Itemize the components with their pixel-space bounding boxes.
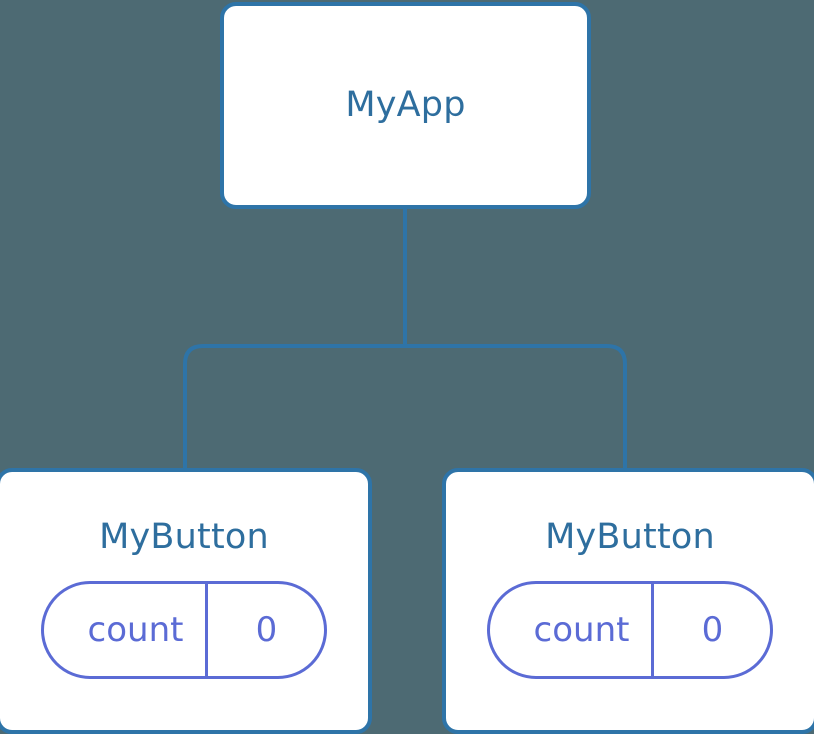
- connector-to-child-1: [405, 344, 627, 470]
- state-key-0: count: [87, 610, 184, 650]
- node-myapp[interactable]: MyApp: [220, 2, 591, 209]
- state-pill-1[interactable]: count 0: [486, 581, 774, 679]
- node-mybutton-1-label: MyButton: [545, 517, 715, 557]
- state-value-1: 0: [651, 584, 770, 676]
- state-key-1: count: [533, 610, 630, 650]
- state-pill-0[interactable]: count 0: [40, 581, 328, 679]
- node-myapp-label: MyApp: [345, 85, 466, 125]
- node-mybutton-0-label: MyButton: [99, 517, 269, 557]
- connector-to-child-0: [183, 344, 405, 470]
- node-mybutton-1[interactable]: MyButton count 0: [442, 468, 814, 734]
- node-mybutton-0[interactable]: MyButton count 0: [0, 468, 372, 734]
- state-value-0: 0: [205, 584, 324, 676]
